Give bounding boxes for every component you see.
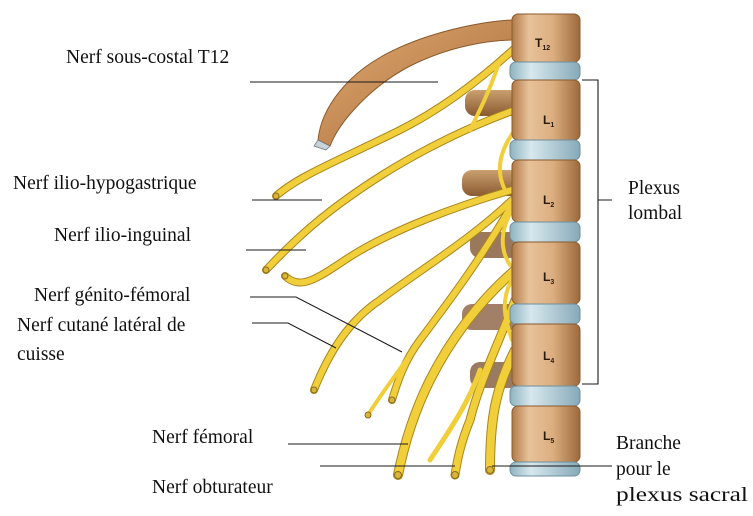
genitofemoral-branch — [368, 340, 420, 415]
disc-t12-l1 — [510, 62, 580, 80]
nerve-fibers — [263, 48, 515, 479]
vertebral-column — [510, 14, 580, 476]
vertebra-t12 — [512, 14, 580, 62]
disc-l2-l3 — [510, 222, 580, 242]
label-sacral-branch-line3: plexus sacral — [616, 485, 749, 506]
label-genitofemoral-nerve: Nerf génito-fémoral — [34, 285, 191, 306]
disc-l1-l2 — [510, 140, 580, 160]
label-sacral-branch-line1: Branche — [616, 433, 681, 454]
disc-l4-l5 — [510, 386, 580, 406]
vertebra-l1 — [512, 80, 580, 140]
label-obturator-nerve: Nerf obturateur — [152, 477, 273, 498]
label-subcostal-nerve: Nerf sous-costal T12 — [66, 47, 229, 68]
label-lateral-cutaneous-nerve-line1: Nerf cutané latéral de — [17, 315, 185, 336]
nerve-labels: Nerf sous-costal T12 Nerf ilio-hypogastr… — [13, 47, 749, 506]
leader-lateral-cutaneous — [252, 323, 336, 348]
label-iliohypogastric-nerve: Nerf ilio-hypogastrique — [13, 173, 197, 194]
label-sacral-branch-line2: pour le — [616, 459, 671, 480]
label-plexus-line1: Plexus — [628, 178, 680, 199]
disc-l5-s1 — [510, 462, 580, 476]
label-plexus-line2: lombal — [628, 203, 683, 224]
label-lateral-cutaneous-nerve-line2: cuisse — [17, 344, 65, 365]
twelfth-rib — [314, 20, 514, 150]
disc-l3-l4 — [510, 304, 580, 324]
plexus-bracket — [582, 80, 612, 384]
vertebra-l2 — [512, 160, 580, 222]
label-femoral-nerve: Nerf fémoral — [152, 427, 254, 448]
label-ilioinguinal-nerve: Nerf ilio-inguinal — [54, 225, 192, 246]
